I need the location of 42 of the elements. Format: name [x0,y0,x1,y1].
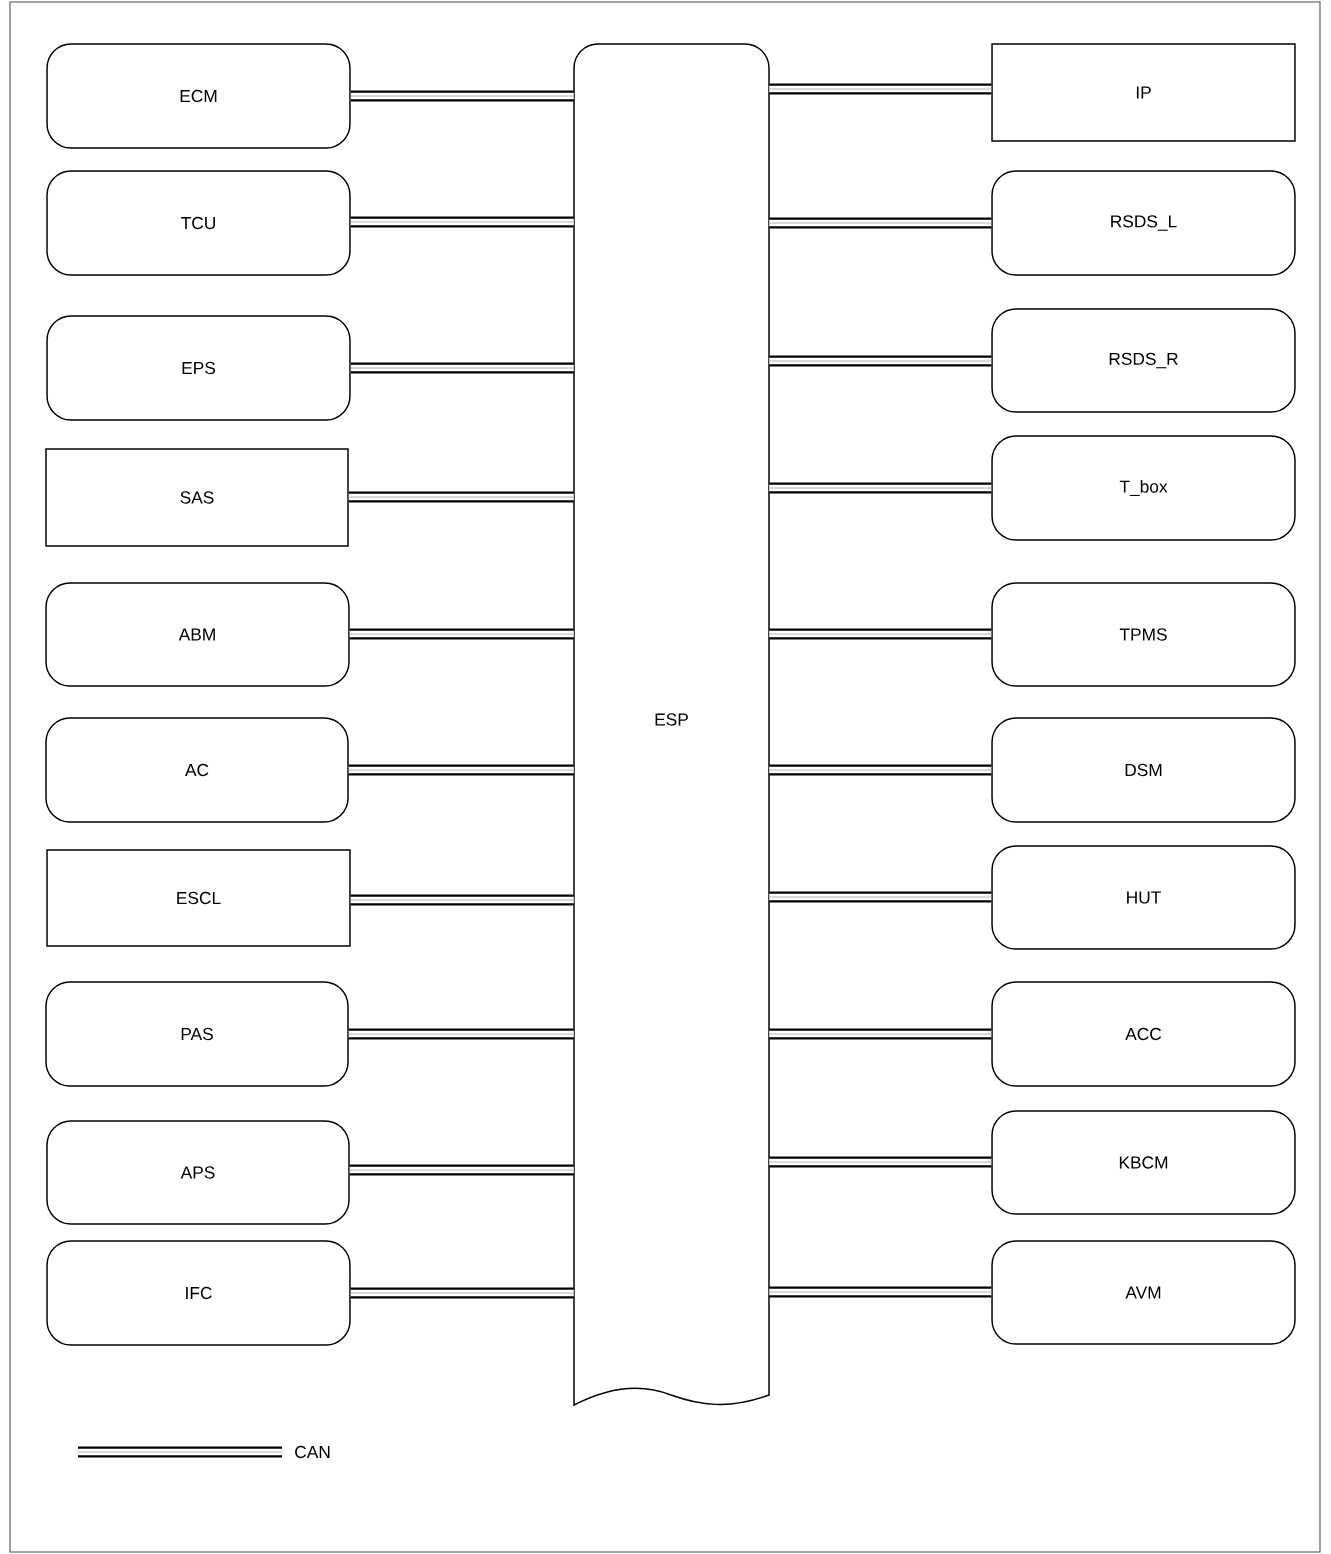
module-box: TPMS [991,582,1296,687]
can-bus-line [350,90,575,102]
can-bus-line [768,1028,992,1040]
module-box: RSDS_R [991,308,1296,413]
module-box: ABM [45,582,350,687]
can-bus-line [350,1287,575,1299]
can-bus-line [768,217,992,229]
module-box: EPS [46,315,351,421]
can-bus-line [768,355,992,367]
can-bus-line [768,628,992,640]
module-box: APS [46,1120,350,1225]
module-box: AVM [991,1240,1296,1345]
bus-block: ESP [573,43,770,1406]
module-box: AC [45,717,349,823]
module-box: T_box [991,435,1296,541]
can-bus-line [350,894,575,906]
can-bus-line [350,216,575,228]
module-box: DSM [991,717,1296,823]
module-box: ACC [991,981,1296,1087]
can-bus-line [348,1028,575,1040]
can-bus-line [348,491,575,503]
legend-label: CAN [295,1445,330,1459]
module-box: KBCM [991,1110,1296,1215]
module-box: ECM [46,43,351,149]
module-box: RSDS_L [991,170,1296,276]
can-bus-line [349,1164,575,1176]
module-box: IFC [46,1240,351,1346]
module-box: TCU [46,170,351,276]
can-bus-line [768,891,992,903]
module-box: SAS [45,448,349,547]
can-bus-line [768,1156,992,1168]
can-bus-line [768,482,992,494]
can-bus-line [350,362,575,374]
can-bus-line [768,1286,992,1298]
module-box: ESCL [46,849,351,947]
module-box: PAS [45,981,349,1087]
module-box: HUT [991,845,1296,950]
can-bus-line [768,83,992,95]
can-bus-line [768,764,992,776]
module-box: IP [991,43,1296,142]
can-bus-line [349,628,575,640]
can-bus-line [348,764,575,776]
